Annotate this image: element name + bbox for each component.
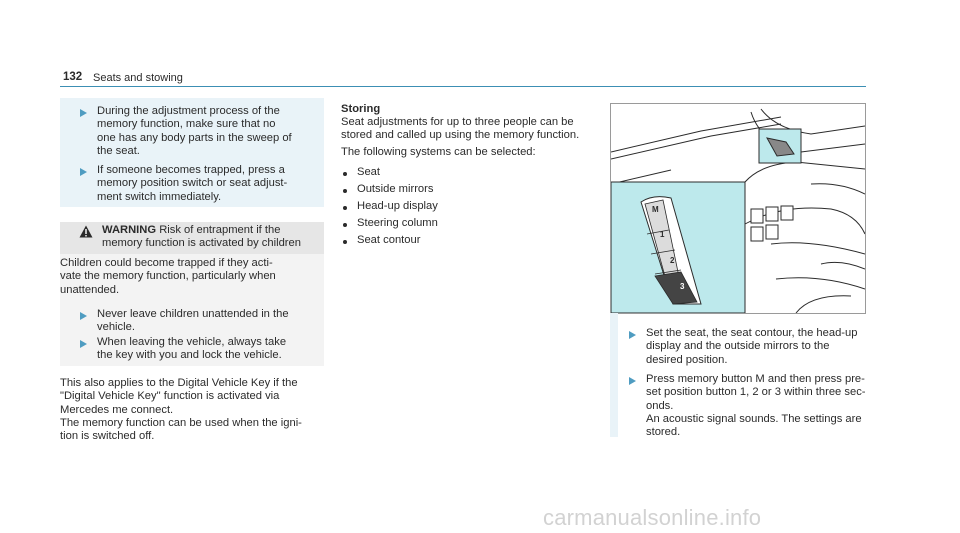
line: unattended. (60, 283, 120, 296)
line: desired position. (646, 353, 728, 366)
memory-button-1: 1 (660, 230, 665, 239)
line: Mercedes me connect. (60, 403, 174, 416)
line: Press memory button M and then press pre… (646, 373, 865, 385)
warning-title: WARNING Risk of entrapment if the memory… (102, 224, 301, 251)
line: set position button 1, 2 or 3 within thr… (646, 386, 866, 399)
arrow-icon (80, 109, 87, 117)
warning-description: Children could become trapped if they ac… (60, 257, 276, 297)
line: The memory function can be used when the… (60, 416, 302, 429)
note-paragraph: This also applies to the Digital Vehicle… (60, 377, 302, 443)
line: The following systems can be selected: (341, 145, 536, 158)
arrow-icon (80, 312, 87, 320)
system-item: Outside mirrors (357, 183, 434, 195)
warning-icon (79, 225, 93, 238)
section-title: Seats and stowing (93, 72, 183, 84)
bullet (343, 172, 347, 176)
door-panel-drawing (611, 108, 865, 313)
system-item: Head-up display (357, 200, 438, 212)
step-text: If someone becomes trapped, press a memo… (97, 164, 287, 204)
warning-header (60, 222, 324, 254)
warning-text: Risk of entrapment if the (159, 224, 281, 236)
step-text: During the adjustment process of the mem… (97, 105, 292, 158)
line: An acoustic signal sounds. The settings … (646, 412, 862, 425)
line: memory position switch or seat adjust- (97, 177, 288, 190)
line: This also applies to the Digital Vehicle… (60, 377, 298, 389)
memory-button-m: M (652, 205, 659, 214)
instruction-bar (610, 313, 618, 437)
line: stored. (646, 426, 681, 439)
arrow-icon (629, 331, 636, 339)
warning-label: WARNING (102, 224, 157, 236)
line: When leaving the vehicle, always take (97, 336, 287, 348)
line: vehicle. (97, 321, 135, 334)
storing-intro: Seat adjustments for up to three people … (341, 116, 579, 159)
line: Never leave children unattended in the (97, 308, 289, 320)
bullet (343, 240, 347, 244)
bullet (343, 189, 347, 193)
line: "Digital Vehicle Key" function is activa… (60, 390, 280, 403)
line: Set the seat, the seat contour, the head… (646, 327, 858, 339)
storing-heading: Storing (341, 103, 381, 115)
step-text: When leaving the vehicle, always take th… (97, 336, 286, 363)
line: Seat adjustments for up to three people … (341, 116, 574, 128)
bullet (343, 206, 347, 210)
watermark: carmanualsonline.info (543, 505, 762, 530)
arrow-icon (80, 168, 87, 176)
page-number: 132 (63, 71, 83, 83)
header-divider (60, 86, 866, 87)
line: During the adjustment process of the (97, 105, 280, 117)
instruction-box (60, 98, 324, 207)
step-text: Press memory button M and then press pre… (646, 373, 866, 439)
door-panel-illustration: M 1 2 3 (610, 103, 866, 314)
line: one has any body parts in the sweep of (97, 131, 292, 144)
line: vate the memory function, particularly w… (60, 270, 276, 283)
arrow-icon (80, 340, 87, 348)
line: tion is switched off. (60, 430, 155, 443)
line: the seat. (97, 144, 140, 157)
line: memory function, make sure that no (97, 118, 276, 131)
arrow-icon (629, 377, 636, 385)
system-item: Seat contour (357, 234, 421, 246)
memory-button-3: 3 (680, 282, 685, 291)
line: the key with you and lock the vehicle. (97, 349, 282, 362)
system-item: Seat (357, 166, 381, 178)
bullet (343, 223, 347, 227)
memory-button-2: 2 (670, 256, 675, 265)
line: stored and called up using the memory fu… (341, 129, 580, 142)
line: If someone becomes trapped, press a (97, 164, 285, 176)
line: Children could become trapped if they ac… (60, 257, 273, 269)
step-text: Never leave children unattended in the v… (97, 308, 289, 335)
system-item: Steering column (357, 217, 438, 229)
line: ment switch immediately. (97, 190, 222, 203)
step-text: Set the seat, the seat contour, the head… (646, 327, 857, 367)
warning-text: memory function is activated by children (102, 237, 301, 250)
warning-body (60, 254, 324, 366)
line: onds. (646, 399, 674, 412)
line: display and the outside mirrors to the (646, 340, 830, 353)
